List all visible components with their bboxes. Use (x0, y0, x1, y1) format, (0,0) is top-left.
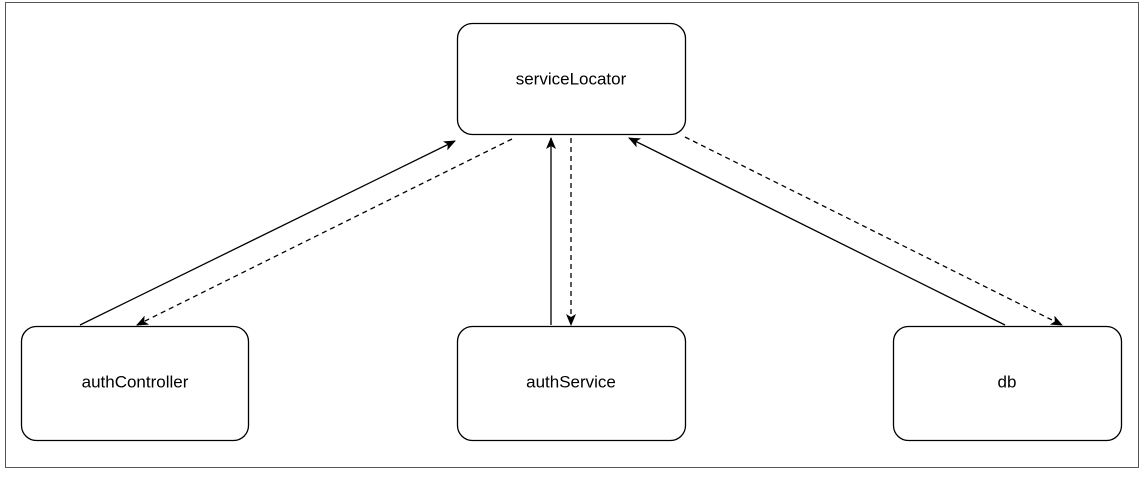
node-auth-controller[interactable]: authController (20, 325, 250, 442)
node-box (20, 325, 250, 442)
node-label: authController (82, 372, 189, 391)
node-service-locator[interactable]: serviceLocator (456, 22, 687, 136)
node-box (892, 325, 1123, 442)
node-label: serviceLocator (516, 69, 627, 88)
edge-db-to-servicelocator (628, 137, 1006, 326)
node-label: authService (526, 372, 616, 391)
edge-servicelocator-to-db (684, 136, 1063, 326)
edge-authcontroller-to-servicelocator (79, 140, 456, 326)
node-db[interactable]: db (892, 325, 1123, 442)
node-auth-service[interactable]: authService (456, 325, 687, 442)
node-box (456, 22, 687, 136)
node-label: db (998, 372, 1017, 391)
edge-servicelocator-to-authcontroller (136, 138, 513, 326)
edges (79, 136, 1063, 326)
node-box (456, 325, 687, 442)
